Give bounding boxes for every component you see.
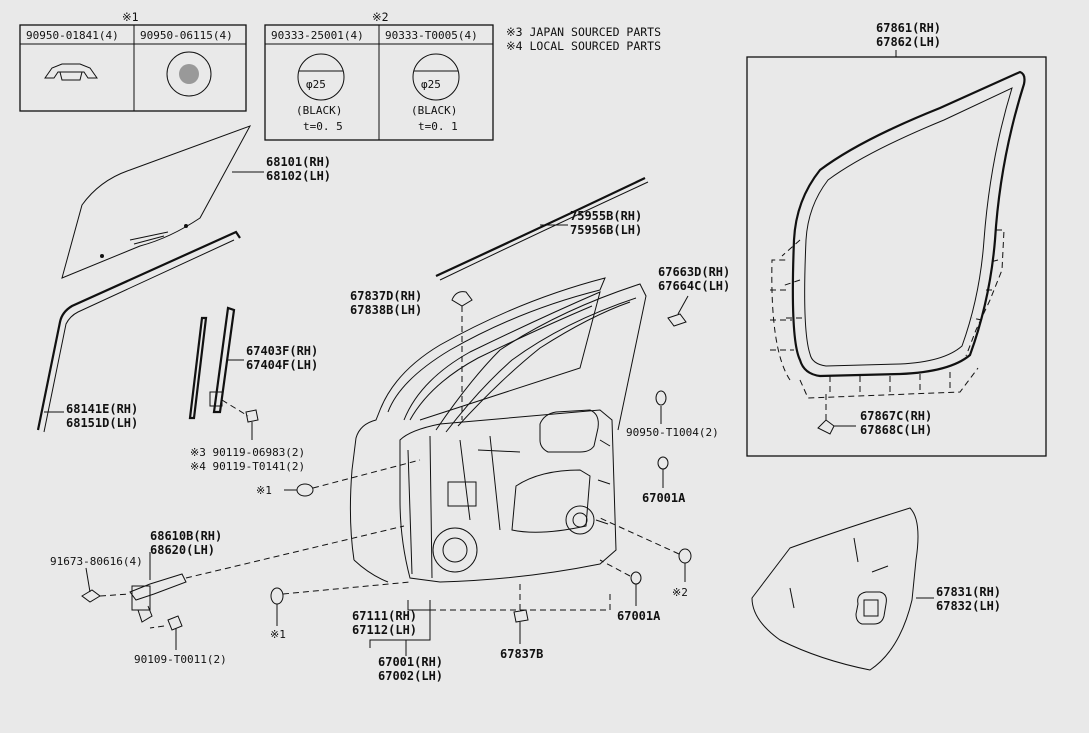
rear-lower-channel xyxy=(188,306,236,420)
washer-a-thick: t=0. 5 xyxy=(303,120,343,133)
clip-lower-icon xyxy=(270,581,411,626)
label-wclip-lh: 67868C(LH) xyxy=(860,423,932,437)
clip-a-icon xyxy=(44,63,98,81)
clip-upper-icon xyxy=(284,459,421,497)
washer-part-b: 90333-T0005(4) xyxy=(385,29,478,42)
label-door-rh: 67001(RH) xyxy=(378,655,443,669)
weatherstrip-box xyxy=(746,50,1047,457)
label-channel-rh: 67403F(RH) xyxy=(246,344,318,358)
label-glass-lh: 68102(LH) xyxy=(266,169,331,183)
washer-a-color: (BLACK) xyxy=(296,104,342,117)
channel-bolt-icon xyxy=(221,399,259,440)
label-bolt-local: ※4 90119-T0141(2) xyxy=(190,460,305,473)
label-cover-trim-lh: 67832(LH) xyxy=(936,599,1001,613)
label-panel-rh: 67111(RH) xyxy=(352,609,417,623)
run-channel xyxy=(36,230,241,433)
label-hinge-rh: 68610B(RH) xyxy=(150,529,222,543)
legend-table-clips: ※1 90950-01841(4) 90950-06115(4) xyxy=(19,10,247,112)
washer-b-color: (BLACK) xyxy=(411,104,457,117)
clip-part-b: 90950-06115(4) xyxy=(140,29,233,42)
label-hinge-bolt: 91673-80616(4) xyxy=(50,555,143,568)
washer-part-a: 90333-25001(4) xyxy=(271,29,364,42)
corner-cover-icon xyxy=(667,295,689,327)
label-clip-upper: ※1 xyxy=(256,484,272,497)
washer-b-thick: t=0. 1 xyxy=(418,120,458,133)
washer-a-dia: φ25 xyxy=(306,78,326,91)
plug-upper-icon xyxy=(657,456,669,488)
label-grommet: 90950-T1004(2) xyxy=(626,426,719,439)
door-shell xyxy=(349,277,647,583)
note-local: ※4 LOCAL SOURCED PARTS xyxy=(506,39,661,53)
label-run-rh: 68141E(RH) xyxy=(66,402,138,416)
label-hinge-lh: 68620(LH) xyxy=(150,543,215,557)
label-run-lh: 68151D(LH) xyxy=(66,416,138,430)
label-clip-lower: ※1 xyxy=(270,628,286,641)
label-wclip-rh: 67867C(RH) xyxy=(860,409,932,423)
label-cover-lh: 67664C(LH) xyxy=(658,279,730,293)
label-glass-rh: 68101(RH) xyxy=(266,155,331,169)
label-door-lh: 67002(LH) xyxy=(378,669,443,683)
label-panel-lh: 67112(LH) xyxy=(352,623,417,637)
panel-bracket xyxy=(369,590,611,656)
washer-a-icon xyxy=(297,53,345,101)
plug-right-icon xyxy=(599,517,692,582)
door-checker-icon xyxy=(451,291,473,420)
service-hole-cover xyxy=(751,507,934,671)
label-weatherstrip-lh: 67862(LH) xyxy=(876,35,941,49)
label-cover-trim-rh: 67831(RH) xyxy=(936,585,1001,599)
note-japan: ※3 JAPAN SOURCED PARTS xyxy=(506,25,661,39)
label-hinge-bolt2: 90109-T0011(2) xyxy=(134,653,227,666)
clip-b-icon xyxy=(166,51,212,97)
washer-b-dia: φ25 xyxy=(421,78,441,91)
label-plug-lower: 67001A xyxy=(617,609,661,623)
mark2-label: ※2 xyxy=(372,10,389,24)
label-checker-rh: 67837D(RH) xyxy=(350,289,422,303)
clip-part-a: 90950-01841(4) xyxy=(26,29,119,42)
label-checker-lh: 67838B(LH) xyxy=(350,303,422,317)
mark1-label: ※1 xyxy=(122,10,139,24)
door-hinge xyxy=(81,525,405,650)
grommet-icon xyxy=(655,390,667,424)
bumper-icon xyxy=(513,580,529,644)
plug-lower-icon xyxy=(599,559,642,606)
label-plug-upper: 67001A xyxy=(642,491,686,505)
window-moulding xyxy=(435,177,649,281)
label-bumper: 67837B xyxy=(500,647,543,661)
label-moulding-lh: 75956B(LH) xyxy=(570,223,642,237)
label-moulding-rh: 75955B(RH) xyxy=(570,209,642,223)
label-plug-right: ※2 xyxy=(672,586,688,599)
label-bolt-japan: ※3 90119-06983(2) xyxy=(190,446,305,459)
label-cover-rh: 67663D(RH) xyxy=(658,265,730,279)
legend-table-washers: ※2 90333-25001(4) 90333-T0005(4) φ25 (BL… xyxy=(264,10,494,141)
washer-b-icon xyxy=(412,53,460,101)
label-weatherstrip-rh: 67861(RH) xyxy=(876,21,941,35)
label-channel-lh: 67404F(LH) xyxy=(246,358,318,372)
door-glass xyxy=(61,125,264,279)
